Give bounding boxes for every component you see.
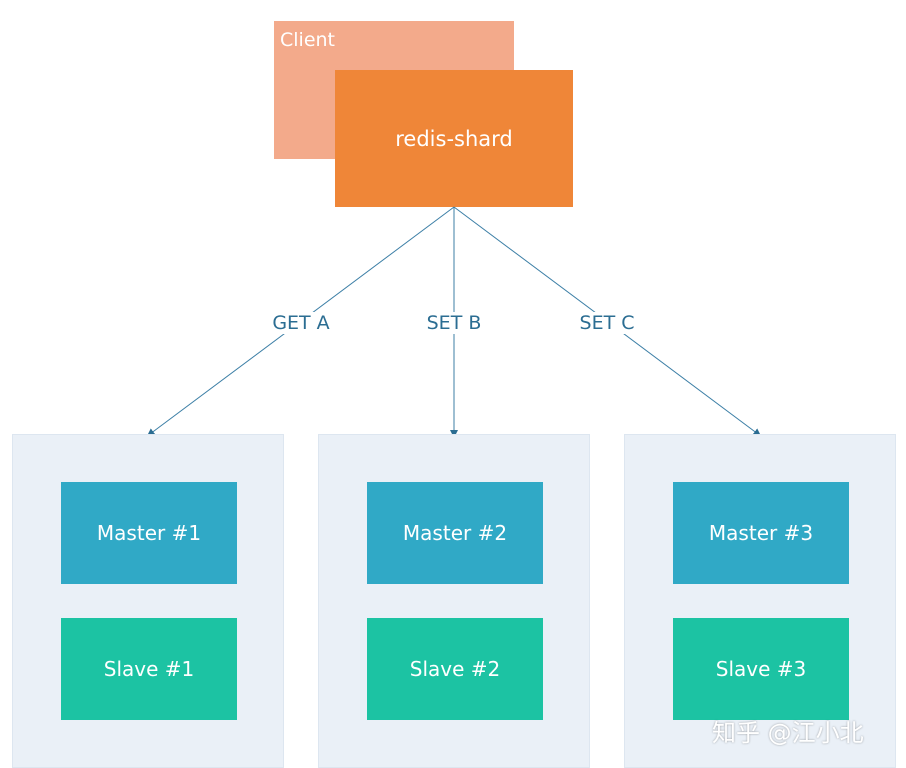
edge-label-set-c: SET C [575,312,639,334]
slave-label-3: Slave #3 [715,657,807,681]
edge-label-get-a: GET A [268,312,334,334]
master-node-1: Master #1 [61,482,237,584]
master-label-3: Master #3 [708,521,814,545]
slave-node-2: Slave #2 [367,618,543,720]
redis-shard-label: redis-shard [395,126,513,151]
master-label-2: Master #2 [402,521,508,545]
slave-node-1: Slave #1 [61,618,237,720]
slave-label-1: Slave #1 [103,657,195,681]
master-node-3: Master #3 [673,482,849,584]
shard-group-2: Master #2 Slave #2 [318,434,590,768]
slave-label-2: Slave #2 [409,657,501,681]
slave-node-3: Slave #3 [673,618,849,720]
watermark: 知乎 @江小北 [712,719,864,747]
shard-group-3: Master #3 Slave #3 [624,434,896,768]
master-label-1: Master #1 [96,521,202,545]
edge-label-set-b: SET B [422,312,486,334]
shard-group-1: Master #1 Slave #1 [12,434,284,768]
client-label: Client [280,29,336,51]
master-node-2: Master #2 [367,482,543,584]
redis-shard-node: redis-shard [335,70,573,207]
